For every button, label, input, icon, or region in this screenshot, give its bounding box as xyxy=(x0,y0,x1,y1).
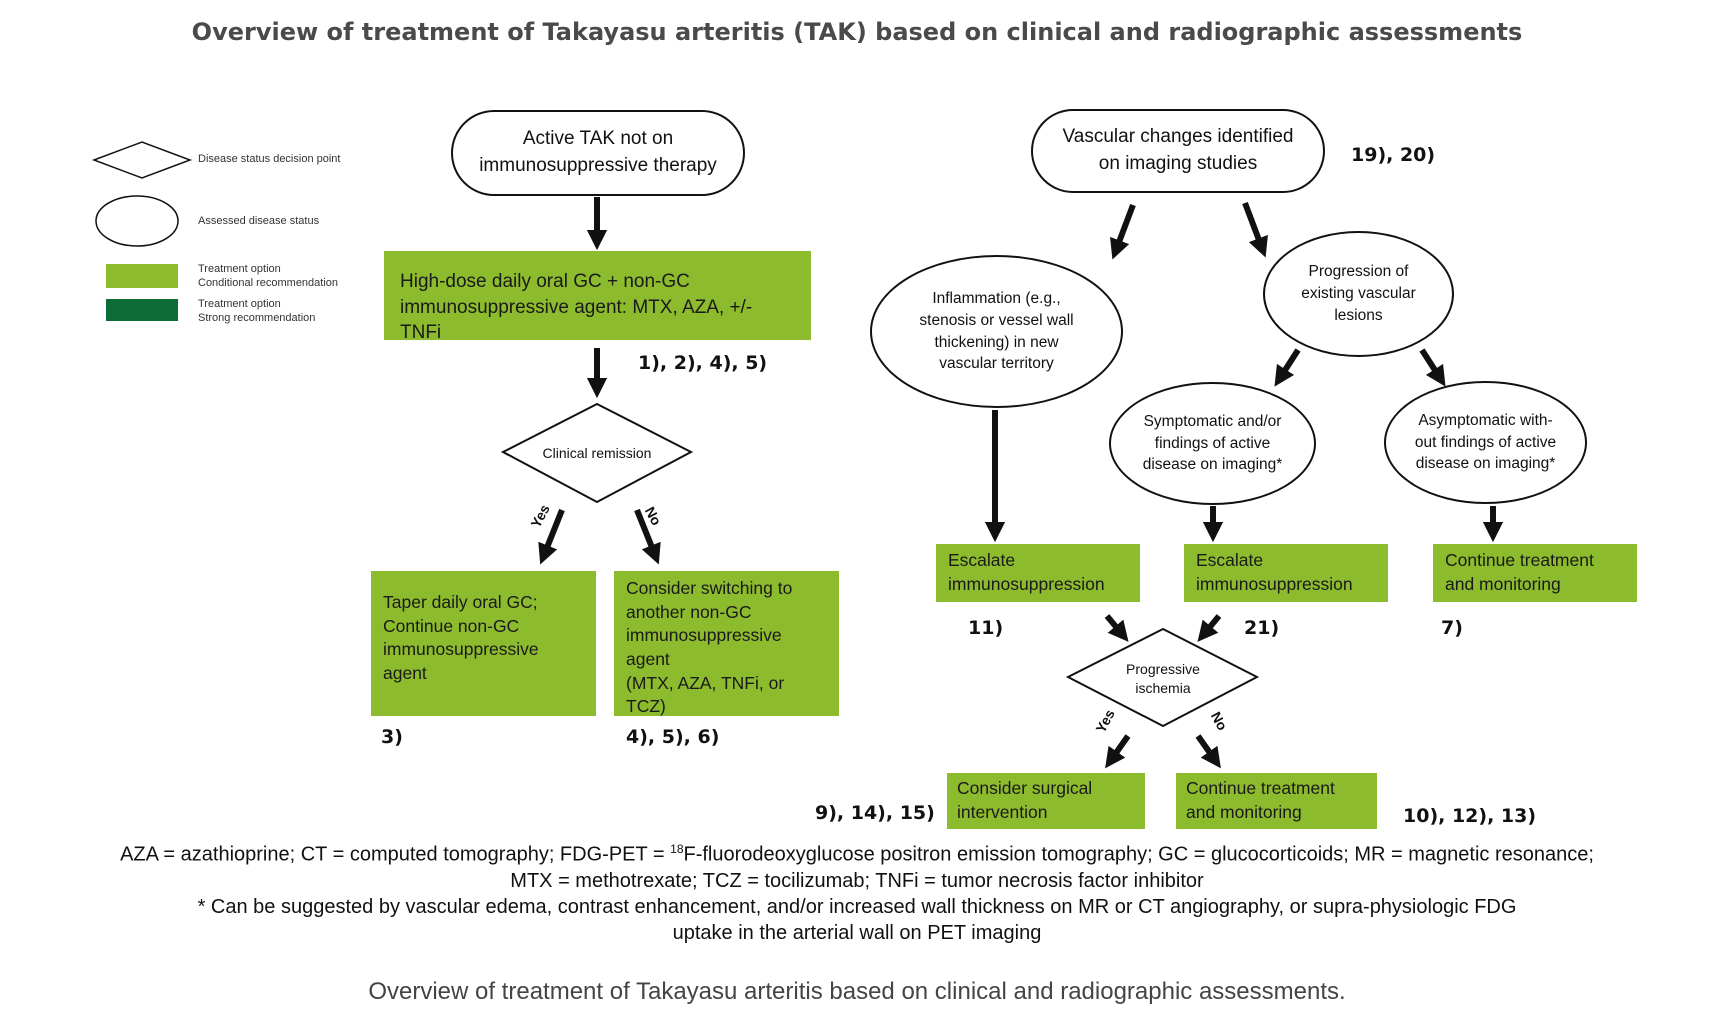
escalate-inflammation-refs: 11) xyxy=(968,617,1004,639)
symptomatic-oval: Symptomatic and/or findings of active di… xyxy=(1109,382,1316,505)
legend-oval-icon xyxy=(95,195,179,247)
continue-no-ischemia-refs: 10), 12), 13) xyxy=(1403,805,1537,827)
continue-no-ischemia-box: Continue treatment and monitoring xyxy=(1176,773,1377,829)
arrow-progression-to-asymptomatic xyxy=(1419,348,1446,387)
arrow-yes-to-taper xyxy=(538,508,565,565)
inflammation-oval: Inflammation (e.g., stenosis or vessel w… xyxy=(870,255,1123,408)
escalate-inflammation-box: Escalate immunosuppression xyxy=(936,544,1140,602)
progressive-ischemia-label: Progressive ischemia xyxy=(1126,661,1200,696)
continue-asymptomatic-box: Continue treatment and monitoring xyxy=(1433,544,1637,602)
vascular-changes-refs: 19), 20) xyxy=(1351,144,1436,166)
escalate-symptomatic-refs: 21) xyxy=(1244,617,1280,639)
figure-caption: Overview of treatment of Takayasu arteri… xyxy=(368,978,1346,1005)
arrow-escalate2-to-ischemia xyxy=(1197,614,1222,642)
legend-conditional-swatch xyxy=(106,264,178,288)
switch-agent-box: Consider switching to another non-GC imm… xyxy=(614,571,839,716)
legend-decision-label: Disease status decision point xyxy=(198,153,341,165)
initial-treatment-box: High-dose daily oral GC + non-GC immunos… xyxy=(384,251,811,343)
arrow-no-to-continue xyxy=(1195,734,1221,769)
legend-conditional-label: Treatment option Conditional recommendat… xyxy=(198,263,339,289)
taper-gc-refs: 3) xyxy=(381,726,403,748)
progression-oval: Progression of existing vascular lesions xyxy=(1263,231,1454,357)
initial-treatment-refs: 1), 2), 4), 5) xyxy=(638,352,768,374)
vascular-changes-start-oval: Vascular changes identified on imaging s… xyxy=(1031,109,1325,193)
legend-assessed-label: Assessed disease status xyxy=(198,215,320,227)
clinical-remission-diamond xyxy=(500,402,694,504)
taper-gc-box: Taper daily oral GC; Continue non-GC imm… xyxy=(371,571,596,716)
arrow-yes-to-surgical xyxy=(1105,734,1131,769)
arrow-escalate1-to-ischemia xyxy=(1104,614,1129,642)
surgical-intervention-box: Consider surgical intervention xyxy=(947,773,1145,829)
footer-note-line1: * Can be suggested by vascular edema, co… xyxy=(197,896,1517,918)
diagram-title: Overview of treatment of Takayasu arteri… xyxy=(191,18,1523,46)
escalate-symptomatic-box: Escalate immunosuppression xyxy=(1184,544,1388,602)
switch-agent-refs: 4), 5), 6) xyxy=(626,726,720,748)
active-tak-start-oval: Active TAK not on immunosuppressive ther… xyxy=(451,110,745,196)
arrow-start-to-inflammation xyxy=(1110,203,1136,260)
footer-abbreviations-line1: AZA = azathioprine; CT = computed tomogr… xyxy=(120,842,1594,866)
footer-note-line2: uptake in the arterial wall on PET imagi… xyxy=(672,922,1042,944)
arrow-progression-to-symptomatic xyxy=(1274,348,1301,387)
legend-strong-label: Treatment option Strong recommendation xyxy=(198,298,316,324)
legend-strong-swatch xyxy=(106,299,178,321)
surgical-intervention-refs: 9), 14), 15) xyxy=(815,802,935,824)
clinical-remission-label: Clinical remission xyxy=(542,445,652,461)
continue-asymptomatic-refs: 7) xyxy=(1441,617,1463,639)
arrow-no-to-switch xyxy=(634,508,661,565)
progressive-ischemia-diamond xyxy=(1065,627,1260,728)
arrow-start-to-progression xyxy=(1242,201,1268,258)
legend-diamond-icon xyxy=(91,141,193,179)
asymptomatic-oval: Asymptomatic with- out findings of activ… xyxy=(1384,381,1587,504)
footer-abbreviations-line2: MTX = methotrexate; TCZ = tocilizumab; T… xyxy=(510,870,1204,892)
